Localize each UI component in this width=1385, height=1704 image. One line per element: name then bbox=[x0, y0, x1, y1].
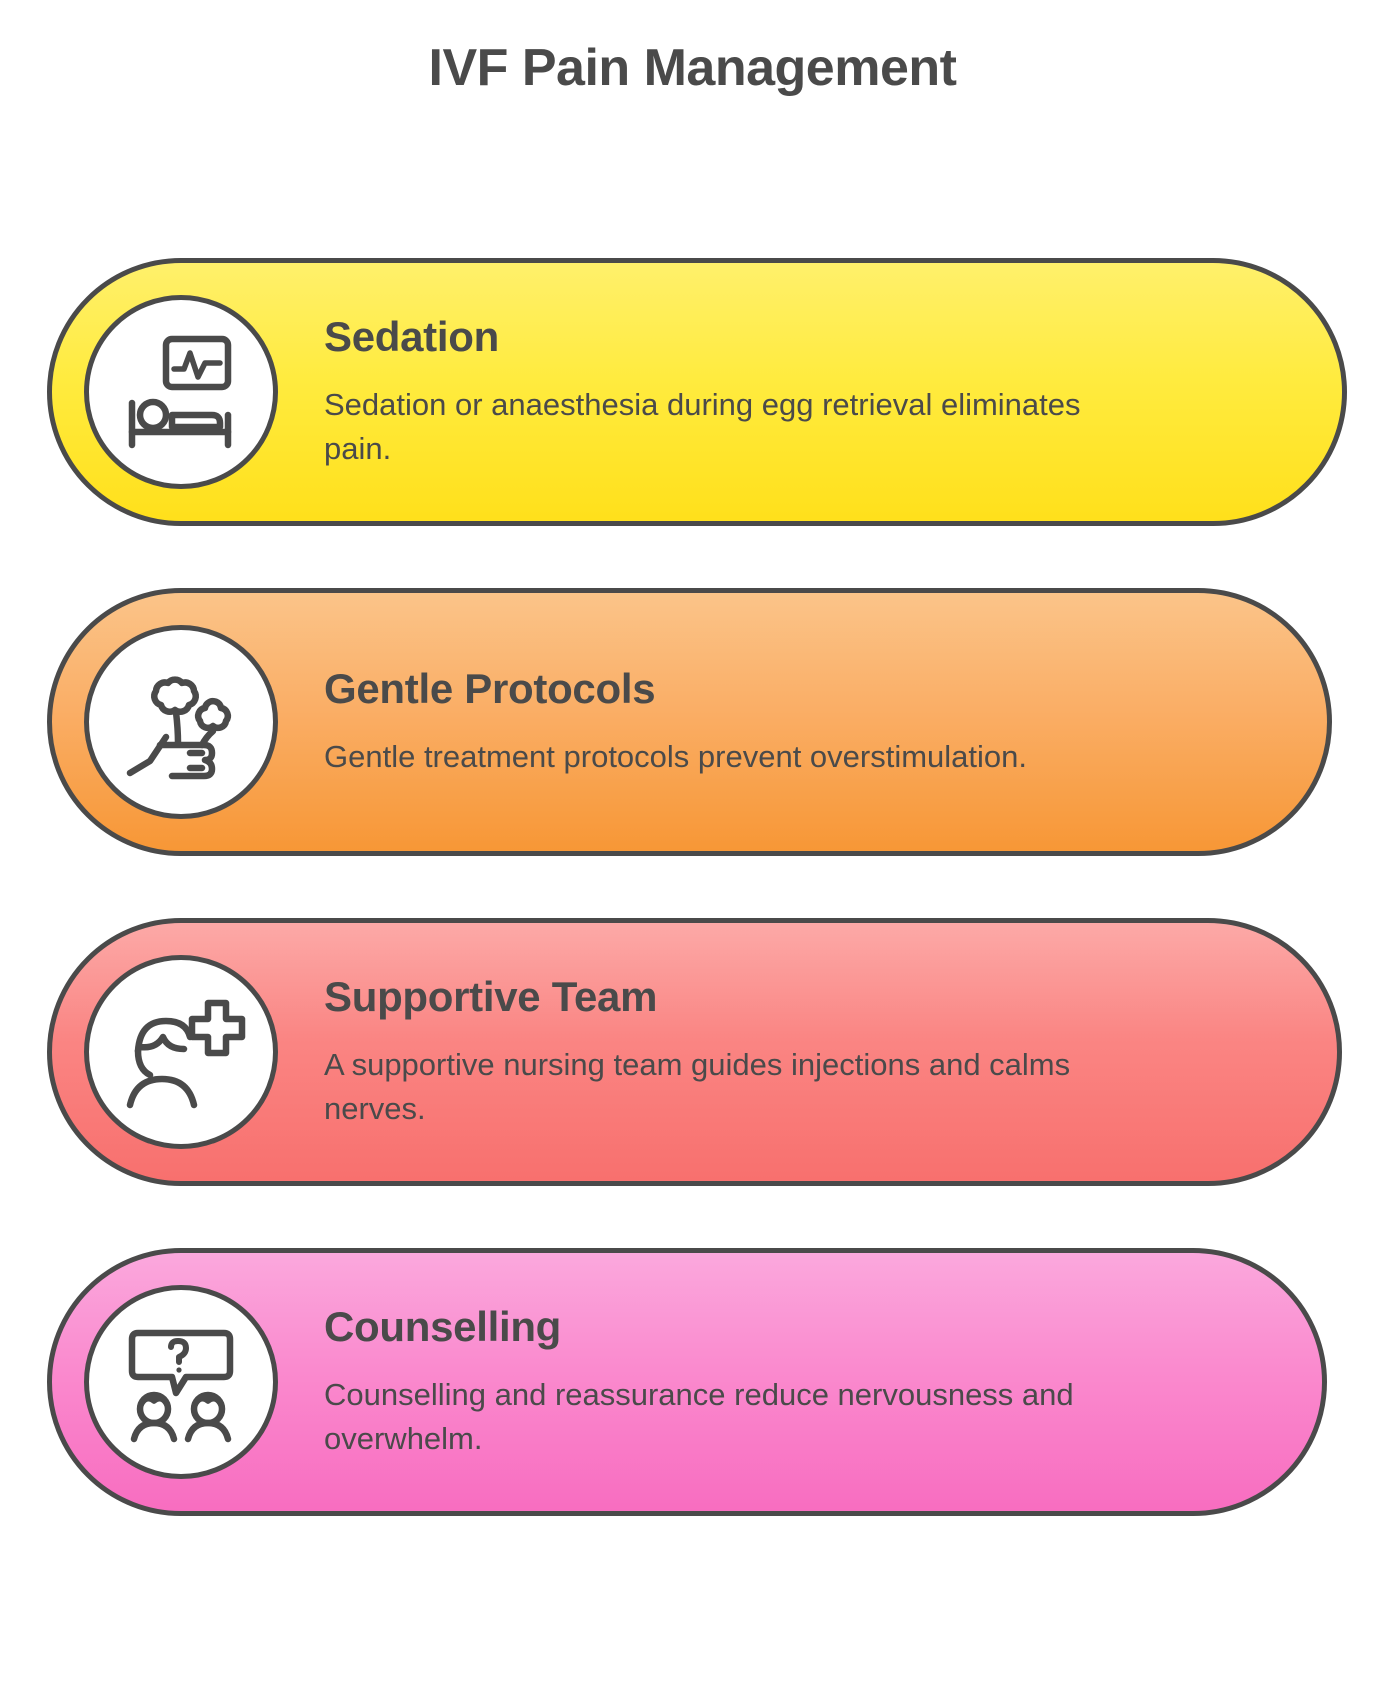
card-body: Gentle treatment protocols prevent overs… bbox=[324, 739, 1028, 775]
hospital-bed-monitor-icon bbox=[116, 327, 246, 457]
card-title: Gentle Protocols bbox=[324, 664, 656, 712]
icon-badge bbox=[84, 955, 278, 1149]
card-text-block: Counselling Counselling and reassurance … bbox=[324, 1303, 1154, 1461]
card-text-block: Gentle Protocols Gentle treatment protoc… bbox=[324, 665, 1154, 779]
icon-badge bbox=[84, 1285, 278, 1479]
hand-holding-flowers-icon bbox=[116, 657, 246, 787]
icon-badge bbox=[84, 295, 278, 489]
card-text-block: Supportive Team A supportive nursing tea… bbox=[324, 973, 1154, 1131]
card-body: Counselling and reassurance reduce nervo… bbox=[324, 1377, 1074, 1457]
question-speech-bubble-people-icon bbox=[116, 1317, 246, 1447]
nurse-medical-cross-icon bbox=[116, 987, 246, 1117]
icon-badge bbox=[84, 625, 278, 819]
card-body: A supportive nursing team guides injecti… bbox=[324, 1047, 1071, 1127]
card-counselling[interactable]: Counselling Counselling and reassurance … bbox=[47, 1248, 1327, 1516]
card-sedation[interactable]: Sedation Sedation or anaesthesia during … bbox=[47, 258, 1347, 526]
card-text-block: Sedation Sedation or anaesthesia during … bbox=[324, 313, 1154, 471]
card-supportive-team[interactable]: Supportive Team A supportive nursing tea… bbox=[47, 918, 1342, 1186]
card-gentle-protocols[interactable]: Gentle Protocols Gentle treatment protoc… bbox=[47, 588, 1332, 856]
card-title: Supportive Team bbox=[324, 972, 658, 1020]
page-title: IVF Pain Management bbox=[428, 39, 957, 97]
card-title: Sedation bbox=[324, 312, 499, 360]
card-list: Sedation Sedation or anaesthesia during … bbox=[47, 258, 1357, 1578]
card-body: Sedation or anaesthesia during egg retri… bbox=[324, 387, 1081, 467]
card-title: Counselling bbox=[324, 1302, 562, 1350]
